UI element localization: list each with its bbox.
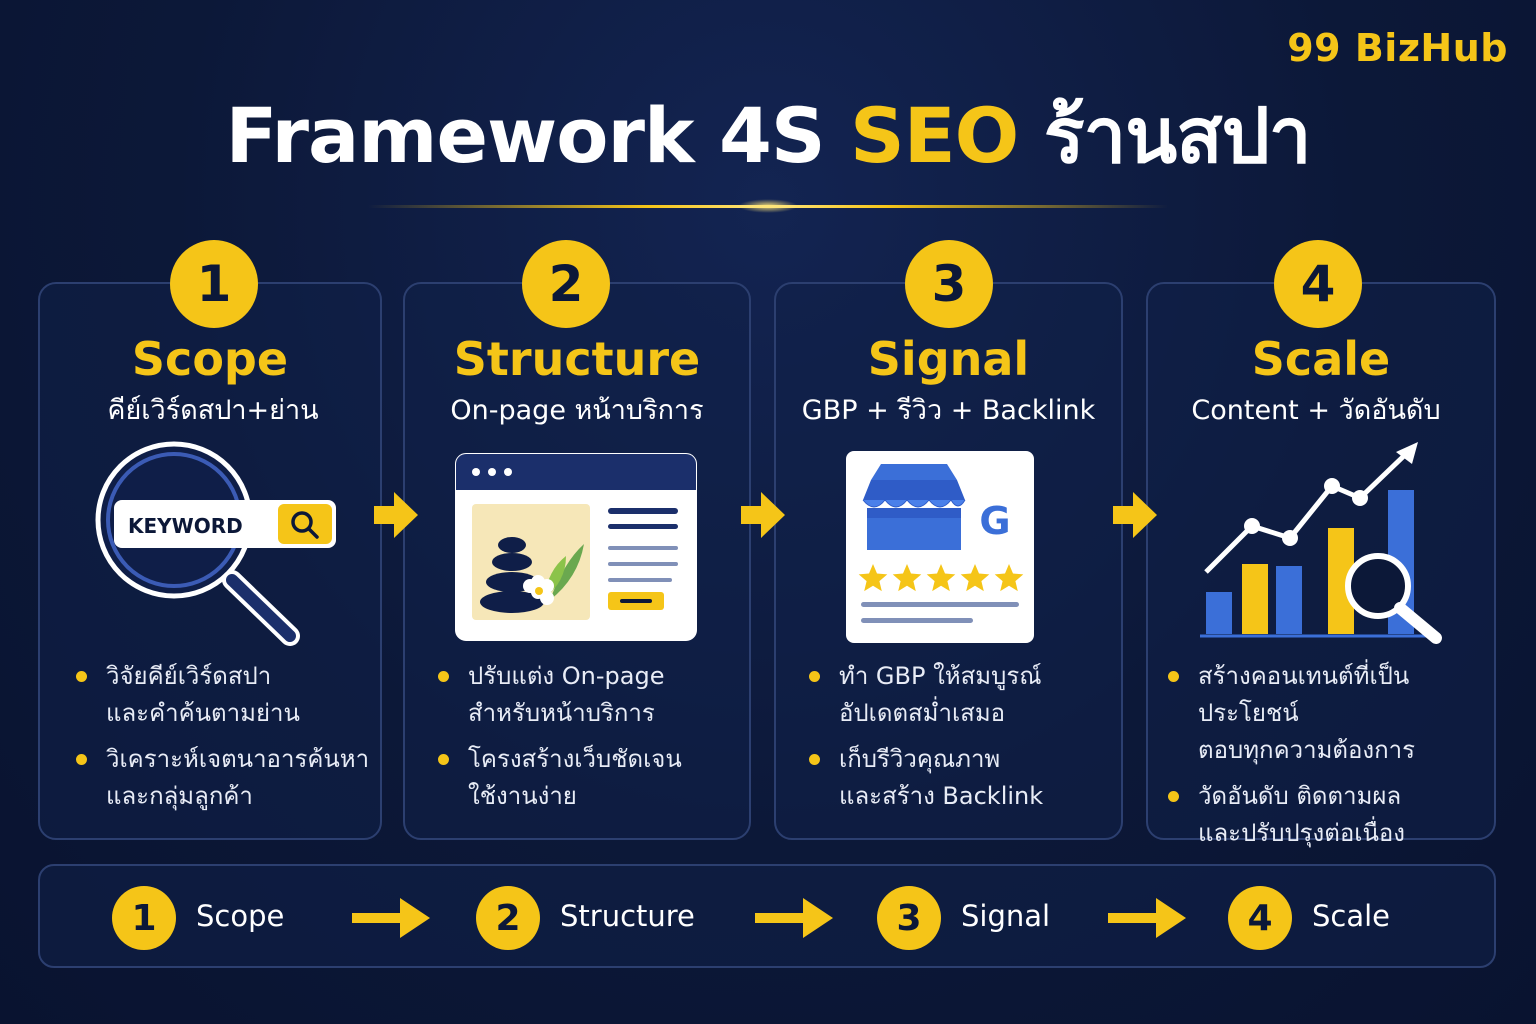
browser-window-spa-stones-icon xyxy=(454,452,698,642)
growth-chart-magnifier-icon xyxy=(1196,440,1452,646)
step-subtitle-structure: On-page หน้าบริการ xyxy=(450,395,704,426)
title-part-1: Framework 4S xyxy=(225,91,851,180)
step-badge-1: 1 xyxy=(170,240,258,328)
step-title-scope: Scope xyxy=(131,332,289,386)
step-subtitle-signal: GBP + รีวิว + Backlink xyxy=(801,395,1096,426)
star-icon xyxy=(858,564,888,592)
flow-summary-arrow-3-icon xyxy=(1108,898,1186,938)
flow-summary-arrow-1-icon xyxy=(352,898,430,938)
star-icon xyxy=(926,564,956,592)
step-bullets-scope: วิจัยคีย์เวิร์ดสปาและคำค้นตามย่าน วิเครา… xyxy=(76,658,376,824)
flow-arrow-1-icon xyxy=(374,492,418,538)
star-icon xyxy=(960,564,990,592)
list-item: ทำ GBP ให้สมบูรณ์อัปเดตสม่ำเสมอ xyxy=(809,658,1115,732)
step-card-scale xyxy=(1146,282,1496,840)
flow-label-scale: Scale xyxy=(1312,899,1391,933)
flow-badge-4: 4 xyxy=(1228,886,1292,950)
title-accent: SEO xyxy=(850,91,1019,180)
flow-label-signal: Signal xyxy=(961,899,1051,933)
svg-text:G: G xyxy=(979,499,1010,543)
list-item: สร้างคอนเทนต์ที่เป็นประโยชน์ตอบทุกความต้… xyxy=(1168,658,1494,769)
list-item: โครงสร้างเว็บชัดเจนใช้งานง่าย xyxy=(438,741,744,815)
star-icon xyxy=(994,564,1024,592)
step-title-scale: Scale xyxy=(1251,332,1391,386)
title-part-2: ร้านสปา xyxy=(1018,91,1312,180)
list-item: วิจัยคีย์เวิร์ดสปาและคำค้นตามย่าน xyxy=(76,658,376,732)
rating-stars xyxy=(858,564,1024,592)
list-item: วิเคราะห์เจตนาอารค้นหาและกลุ่มลูกค้า xyxy=(76,741,376,815)
flow-label-scope: Scope xyxy=(196,899,285,933)
star-icon xyxy=(892,564,922,592)
google-business-profile-stars-icon: G xyxy=(845,450,1035,644)
step-badge-4: 4 xyxy=(1274,240,1362,328)
page-title: Framework 4S SEO ร้านสปา xyxy=(0,98,1536,174)
flow-summary-arrow-2-icon xyxy=(755,898,833,938)
step-card-signal xyxy=(774,282,1123,840)
flow-badge-3: 3 xyxy=(877,886,941,950)
step-title-structure: Structure xyxy=(453,332,701,386)
list-item: เก็บรีวิวคุณภาพและสร้าง Backlink xyxy=(809,741,1115,815)
magnifier-keyword-search-icon: KEYWORD xyxy=(92,440,342,650)
step-bullets-scale: สร้างคอนเทนต์ที่เป็นประโยชน์ตอบทุกความต้… xyxy=(1168,658,1494,861)
title-divider-glow xyxy=(738,199,798,213)
flow-label-structure: Structure xyxy=(560,899,695,933)
step-bullets-signal: ทำ GBP ให้สมบูรณ์อัปเดตสม่ำเสมอ เก็บรีวิ… xyxy=(809,658,1115,824)
step-title-signal: Signal xyxy=(867,332,1030,386)
step-badge-2: 2 xyxy=(522,240,610,328)
flow-arrow-2-icon xyxy=(741,492,785,538)
brand-logo-text: 99 BizHub xyxy=(1287,26,1508,70)
step-subtitle-scale: Content + วัดอันดับ xyxy=(1191,395,1441,426)
flow-badge-1: 1 xyxy=(112,886,176,950)
step-badge-3: 3 xyxy=(905,240,993,328)
flow-badge-2: 2 xyxy=(476,886,540,950)
step-subtitle-scope: คีย์เวิร์ดสปา+ย่าน xyxy=(107,395,319,426)
list-item: วัดอันดับ ติดตามผลและปรับปรุงต่อเนื่อง xyxy=(1168,778,1494,852)
flow-arrow-3-icon xyxy=(1113,492,1157,538)
keyword-search-text: KEYWORD xyxy=(128,514,243,538)
